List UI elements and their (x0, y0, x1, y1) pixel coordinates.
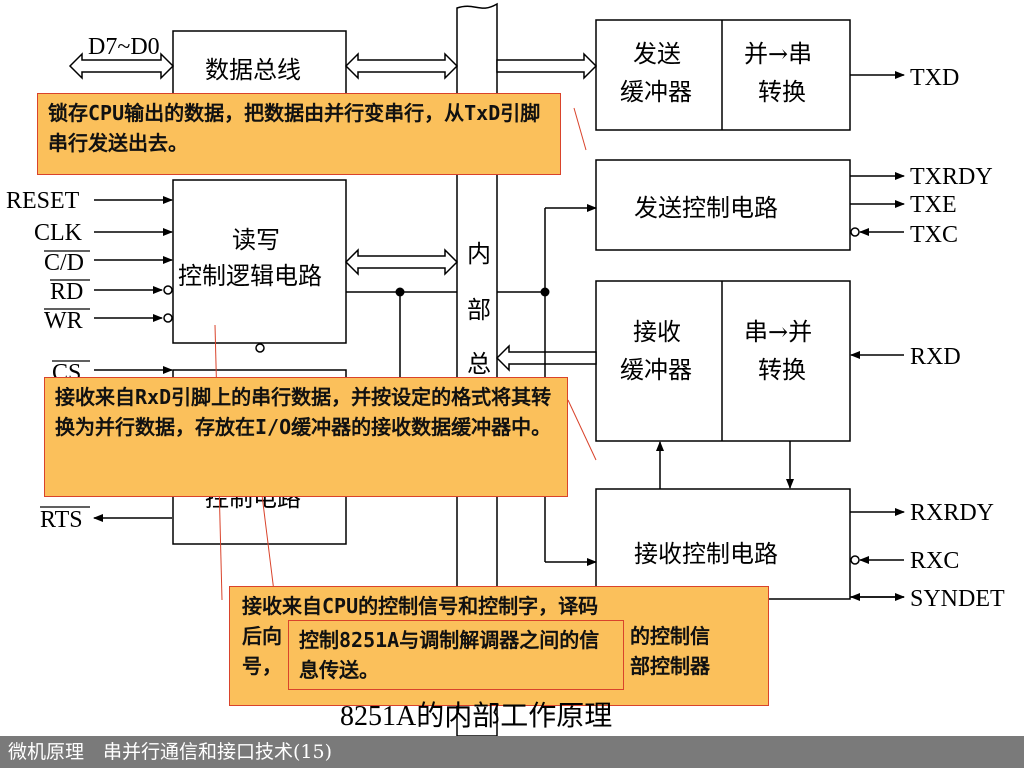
rts-label: RTS (40, 507, 83, 533)
syndet-label: SYNDET (910, 586, 1005, 612)
callout-rw-line3: 号， (242, 654, 282, 678)
rw-logic-block (172, 179, 347, 344)
cd-label: C/D (44, 250, 84, 276)
reset-label: RESET (6, 188, 80, 214)
rxd-label: RXD (910, 344, 961, 370)
footer-title: 微机原理 串并行通信和接口技术(15) (8, 741, 333, 763)
d-bus-arrow (68, 52, 175, 80)
rx-buffer-label-1: 接收 (633, 318, 681, 346)
tx-control-block (595, 159, 851, 251)
rd-label: RD (50, 279, 83, 305)
diagram-caption: 8251A的内部工作原理 (340, 701, 613, 732)
callout-tx-text: 锁存CPU输出的数据，把数据由并行变串行，从TxD引脚串行发送出去。 (48, 101, 541, 155)
rw-to-bus-arrow (344, 248, 459, 276)
tx-buffer-block (595, 19, 851, 131)
callout-tx-function: 锁存CPU输出的数据，把数据由并行变串行，从TxD引脚串行发送出去。 (37, 93, 561, 175)
internal-bus-label-2: 部 (467, 296, 491, 324)
par-to-ser-label-2: 转换 (758, 78, 806, 106)
rx-control-label: 接收控制电路 (634, 540, 778, 568)
rx-buffer-label-2: 缓冲器 (620, 356, 692, 384)
callout-rw-line3-tail: 部控制器 (630, 654, 710, 678)
txd-label: TXD (910, 65, 959, 91)
d-bus-label: D7~D0 (88, 34, 160, 60)
rx-control-block (595, 488, 851, 600)
callout-rx-text: 接收来自RxD引脚上的串行数据，并按设定的格式将其转换为并行数据，存放在I/O缓… (55, 385, 552, 439)
rxrdy-label: RXRDY (910, 500, 994, 526)
callout-rw-line1: 接收来自CPU的控制信号和控制字，译码 (242, 594, 599, 618)
txe-label: TXE (910, 192, 957, 218)
data-bus-buffer-label-1: 数据总线 (205, 56, 301, 84)
callout-rw-line2-tail: 的控制信 (630, 624, 710, 648)
ser-to-par-label-2: 转换 (758, 356, 806, 384)
rw-logic-label-2: 控制逻辑电路 (178, 262, 322, 290)
callout-modem-text: 控制8251A与调制解调器之间的信息传送。 (299, 628, 600, 682)
wr-label: WR (44, 308, 83, 334)
rx-to-bus-arrow (495, 344, 597, 372)
rx-buffer-block (595, 280, 851, 442)
callout-rx-function: 接收来自RxD引脚上的串行数据，并按设定的格式将其转换为并行数据，存放在I/O缓… (44, 377, 568, 497)
bus-to-tx-arrow (496, 52, 598, 80)
internal-bus-label-1: 内 (467, 240, 491, 268)
rw-logic-label-1: 读写 (232, 226, 280, 254)
tx-buffer-label-2: 缓冲器 (620, 78, 692, 106)
callout-modem-function: 控制8251A与调制解调器之间的信息传送。 (288, 620, 624, 690)
txrdy-label: TXRDY (910, 164, 993, 190)
ser-to-par-label-1: 串→并 (744, 318, 812, 346)
par-to-ser-label-1: 并→串 (744, 40, 812, 68)
tx-control-label: 发送控制电路 (634, 194, 778, 222)
buffer-to-bus-arrow (344, 52, 459, 80)
footer-bar: 微机原理 串并行通信和接口技术(15) (0, 736, 1024, 768)
rxc-label: RXC (910, 548, 959, 574)
txc-label: TXC (910, 222, 958, 248)
tx-buffer-label-1: 发送 (633, 40, 681, 68)
clk-label: CLK (34, 220, 83, 246)
callout-rw-line2: 后向 (242, 624, 282, 648)
internal-bus-label-3: 总 (467, 350, 491, 378)
